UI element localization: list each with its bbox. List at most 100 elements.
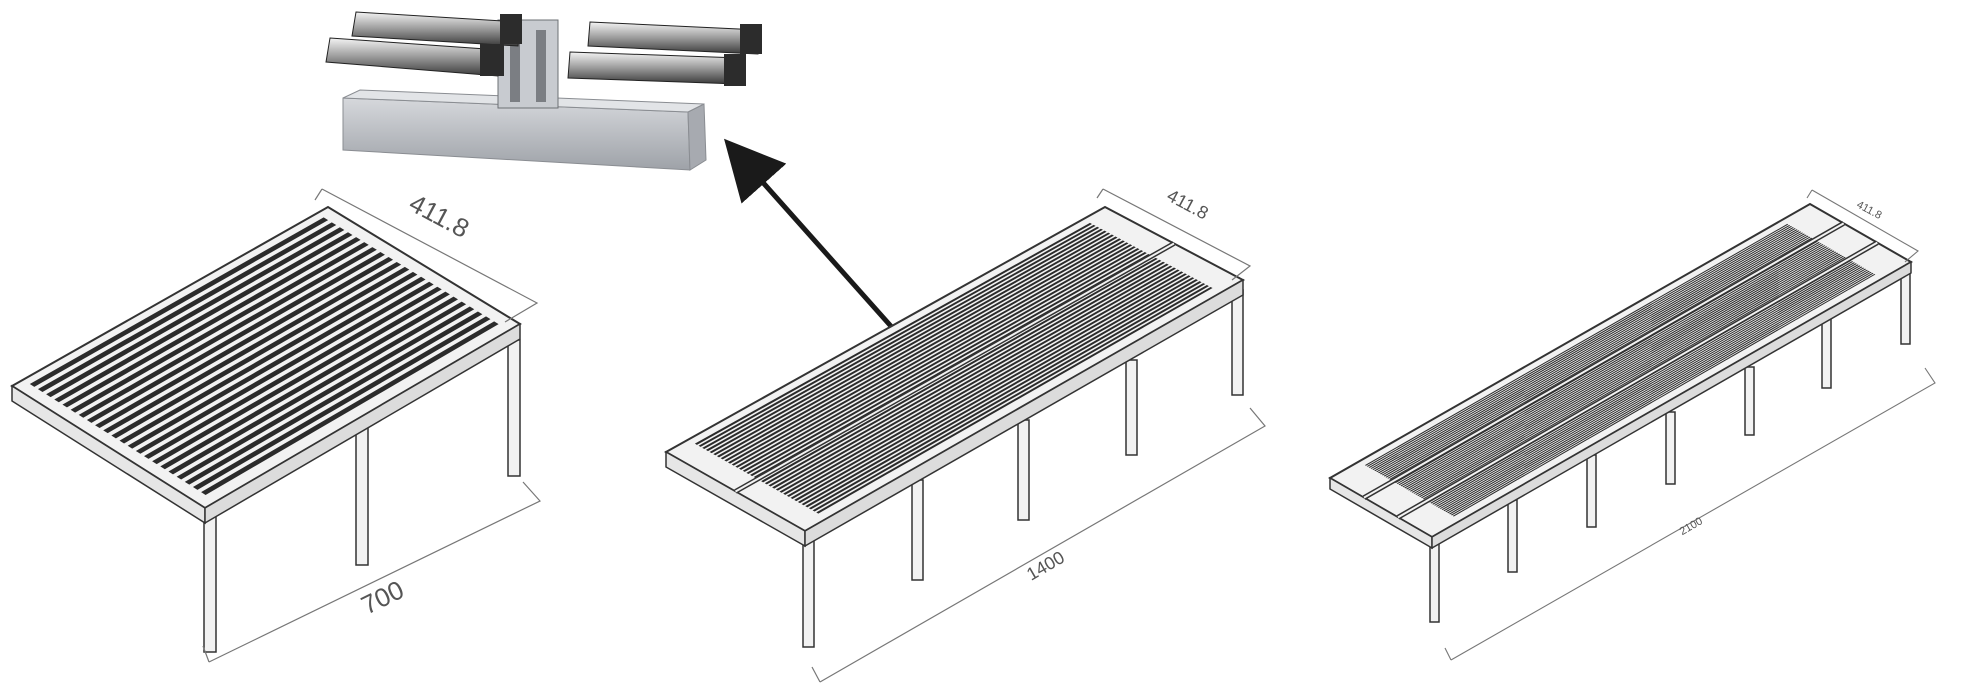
roof-slat (1379, 232, 1804, 475)
roof-slat (746, 250, 1144, 474)
roof-slat (753, 253, 1151, 479)
roof-slat (119, 271, 418, 444)
connector-beam-end (687, 103, 707, 171)
roof-slat (779, 267, 1177, 493)
roof-slat (1400, 244, 1824, 487)
roof-slat (739, 246, 1136, 470)
roof-slat (731, 242, 1129, 466)
roof-slat (1368, 226, 1792, 468)
roof-slat (750, 252, 1147, 477)
roof-slat (1437, 265, 1861, 508)
roof-slat (816, 286, 1213, 514)
roof-slat (1389, 237, 1813, 480)
roof-slat (1409, 249, 1833, 492)
pergola-3-width-label: 411.8 (1854, 199, 1883, 222)
roof-slat (37, 222, 337, 392)
roof-slat (735, 244, 1133, 468)
roof-slat (724, 238, 1122, 462)
roof-slat (1430, 261, 1854, 504)
pergola-2: 411.8 1400 (663, 185, 1266, 683)
roof-slat (797, 277, 1195, 504)
roof-slat (1413, 251, 1837, 494)
roof-slat (794, 275, 1191, 502)
roof-slat (168, 301, 467, 475)
roof-slat (1398, 243, 1822, 486)
roof-slat (1377, 231, 1802, 474)
roof-slat (70, 242, 369, 413)
roof-slat (805, 281, 1202, 508)
roof-slat (86, 252, 385, 423)
roof-slat (1366, 224, 1791, 467)
pergola-3-posts (1429, 269, 1911, 623)
roof-slat (716, 234, 1114, 458)
roof-slat (1372, 228, 1796, 471)
roof-slat (1402, 245, 1826, 488)
roof-slat (1422, 256, 1846, 500)
roof-slat (46, 227, 345, 398)
pergola-3-slats (1362, 221, 1879, 520)
roof-slat (160, 296, 459, 470)
connector-joint-slot (536, 30, 546, 102)
roof-slat (1385, 235, 1809, 478)
roof-slat (790, 273, 1187, 499)
module-joint-beam (1363, 222, 1845, 499)
roof-slat (1387, 236, 1811, 479)
roof-slat (135, 281, 434, 454)
roof-slat (1439, 266, 1863, 509)
roof-slat (698, 224, 1096, 447)
roof-slat (808, 283, 1206, 510)
roof-slat (702, 226, 1100, 449)
pergola-1-width-label: 411.8 (404, 188, 474, 244)
detail-arrow (724, 138, 899, 335)
roof-slat (1376, 230, 1800, 473)
connector-blades-left (325, 11, 522, 77)
roof-slat (764, 259, 1162, 485)
connector-joint-slot (510, 30, 520, 102)
roof-slat (713, 232, 1111, 456)
roof-slat (742, 248, 1140, 472)
pergola-2-slats (694, 222, 1213, 514)
roof-slat (152, 291, 450, 465)
roof-slat (775, 265, 1173, 491)
pergola-3-length-label: 2100 (1678, 515, 1705, 538)
roof-slat (1394, 240, 1818, 483)
roof-slat (127, 276, 426, 449)
roof-slat (1404, 246, 1828, 489)
roof-slat (1452, 273, 1876, 517)
roof-slat (201, 321, 499, 495)
roof-slat (29, 217, 329, 387)
roof-slat (801, 279, 1198, 506)
roof-slat (1432, 262, 1855, 505)
roof-slat (184, 311, 483, 485)
pergola-2-width-label: 411.8 (1164, 185, 1212, 223)
roof-slat (78, 247, 377, 418)
roof-slat (1435, 264, 1859, 507)
pergola-3: 411.8 2100 (1327, 189, 1936, 661)
roof-slat (1383, 234, 1807, 477)
roof-slat (111, 266, 410, 439)
roof-slat (1434, 263, 1857, 506)
connector-detail (325, 11, 762, 171)
roof-slat (144, 286, 442, 459)
roof-slat (1450, 272, 1874, 516)
pergola-2-dimensions: 411.8 1400 (811, 185, 1266, 683)
roof-slat (192, 316, 491, 490)
roof-slat (705, 228, 1103, 452)
roof-slat (1443, 268, 1867, 512)
roof-slat (1370, 227, 1794, 469)
pergola-1-slats (29, 217, 499, 495)
module-joint-beam (735, 242, 1175, 493)
roof-slat (1447, 270, 1870, 514)
roof-slat (1381, 233, 1805, 476)
pergola-2-roof (663, 205, 1246, 548)
roof-slat (709, 230, 1107, 454)
roof-slat (1406, 247, 1830, 490)
roof-slat (720, 236, 1118, 460)
roof-slat (103, 261, 402, 434)
roof-slat (1411, 250, 1835, 493)
roof-slat (1420, 255, 1844, 499)
connector-blades-right (567, 21, 762, 86)
pergola-3-roof (1327, 202, 1914, 550)
module-joint-beam (1397, 241, 1878, 519)
